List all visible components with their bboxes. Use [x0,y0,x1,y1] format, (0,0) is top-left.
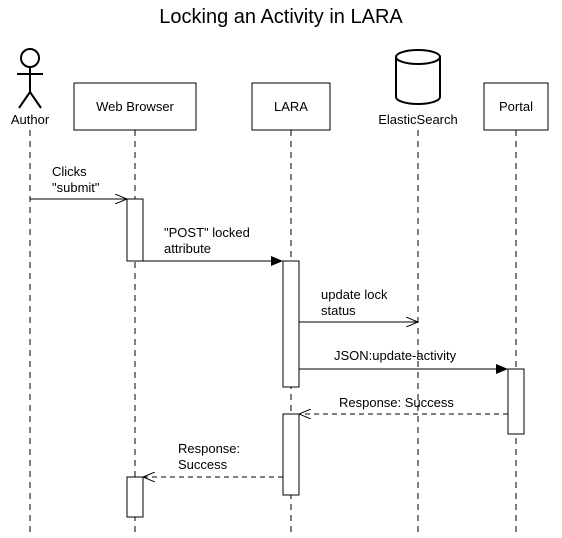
lara-participant-box [251,82,331,131]
message-label-clicks-line1: Clicks [52,164,87,179]
message-label-update-lock-line1: update lock [321,287,388,302]
message-label-post: "POST" locked attribute [164,225,253,256]
author-label: Author [11,112,50,127]
lara-label: LARA [274,99,308,114]
elastic-label: ElasticSearch [378,112,457,127]
browser-participant-box [73,82,197,131]
message-label-update-lock-line2: status [321,303,356,318]
author-actor-icon [17,48,43,109]
portal-participant-box [483,82,549,131]
message-label-response-success: Response: Success [339,395,454,410]
activation-lara-2 [282,413,300,496]
message-label-update-lock: update lock status [321,287,391,318]
database-icon [395,49,441,105]
activation-browser-1 [126,198,144,262]
activation-portal-1 [507,368,525,435]
activation-browser-2 [126,476,144,518]
message-label-update-activity: JSON:update-activity [334,348,457,363]
message-label-response-browser: Response: Success [178,441,244,472]
portal-label: Portal [499,99,533,114]
message-label-response-browser-line1: Response: [178,441,240,456]
message-label-post-line2: attribute [164,241,211,256]
diagram-title: Locking an Activity in LARA [159,6,403,28]
message-label-clicks-line2: "submit" [52,180,100,195]
message-label-clicks: Clicks "submit" [52,164,100,195]
message-label-post-line1: "POST" locked [164,225,250,240]
browser-label: Web Browser [96,99,174,114]
message-label-response-browser-line2: Success [178,457,228,472]
activation-lara-1 [282,260,300,388]
